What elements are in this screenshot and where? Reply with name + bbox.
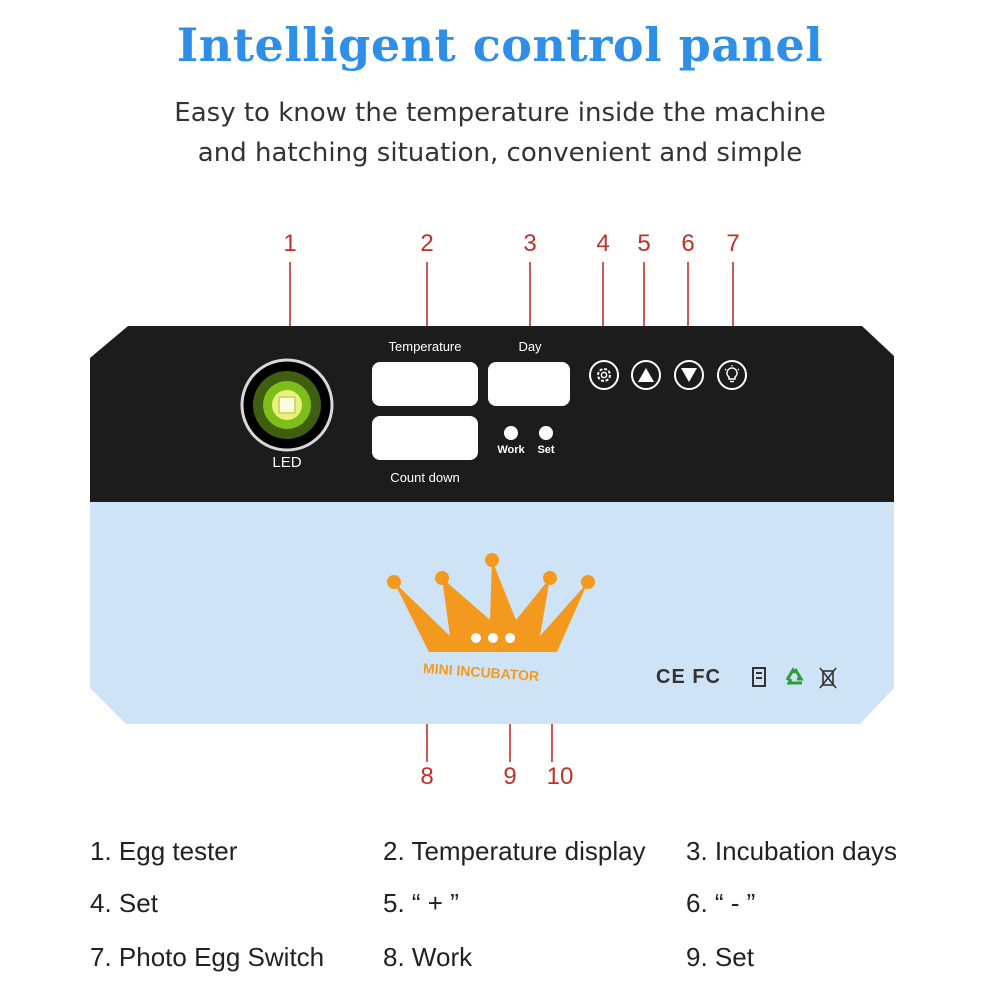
up-arrow-icon [638,368,654,382]
gear-icon [597,368,611,382]
control-panel: LED Temperature Day Count down Work Set [90,326,894,724]
legend-item-1: 1. Egg tester [90,836,238,866]
legend-item-5: 5. “ + ” [383,888,459,918]
countdown-display [372,416,478,460]
callout-9: 9 [503,763,517,790]
legend-item-9: 9. Set [686,942,754,972]
legend-item-4: 4. Set [90,888,158,918]
legend-item-7: 7. Photo Egg Switch [90,942,325,972]
set-indicator [539,426,553,440]
day-display [488,362,570,406]
callout-5: 5 [637,230,651,257]
minus-button[interactable] [674,360,704,390]
countdown-label: Count down [390,470,460,485]
set-label: Set [537,444,555,456]
subtitle-line-2: and hatching situation, convenient and s… [197,138,803,168]
photo-egg-switch-button[interactable] [717,360,747,390]
callout-7: 7 [726,230,740,257]
lightbulb-icon [724,365,740,383]
rohs-icon [752,667,766,687]
callout-3: 3 [523,230,537,257]
crown-logo [387,553,595,652]
set-button[interactable] [589,360,619,390]
led-label: LED [272,454,302,471]
legend-item-3: 3. Incubation days [686,836,898,866]
subtitle-line-1: Easy to know the temperature inside the … [174,98,826,128]
callout-6: 6 [681,230,695,257]
callout-1: 1 [283,230,297,257]
day-label: Day [518,339,542,354]
recycle-icon [785,667,804,685]
temperature-display [372,362,478,406]
work-label: Work [497,444,525,456]
legend-item-6: 6. “ - ” [686,888,756,918]
plus-button[interactable] [631,360,661,390]
callout-4: 4 [596,230,610,257]
callout-10: 10 [546,763,574,790]
certification-marks: CE FC [656,666,721,688]
down-arrow-icon [681,368,697,382]
callout-2: 2 [420,230,434,257]
legend-item-8: 8. Work [383,942,473,972]
weee-bin-icon [819,667,837,689]
page-title: Intelligent control panel [176,18,824,72]
legend-item-2: 2. Temperature display [383,836,646,866]
callout-8: 8 [420,763,434,790]
led-egg-tester[interactable] [240,358,334,452]
work-indicator [504,426,518,440]
temperature-label: Temperature [388,339,462,354]
